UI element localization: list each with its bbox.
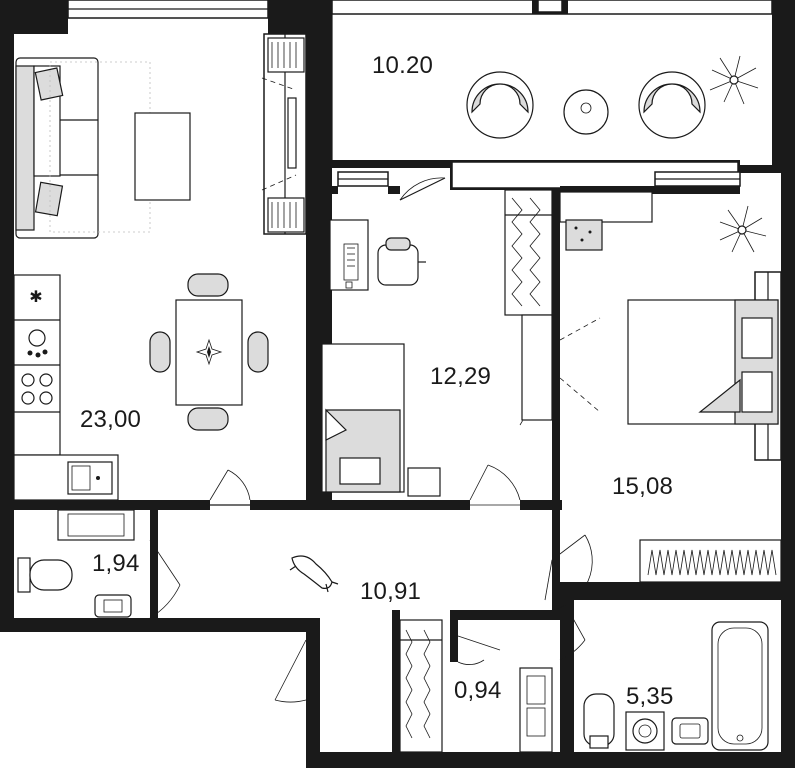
closet-fixtures xyxy=(399,619,553,753)
tv xyxy=(287,97,297,169)
svg-text:✱: ✱ xyxy=(29,287,42,306)
sink xyxy=(671,717,709,745)
living-room-furniture: ✱ xyxy=(13,37,305,501)
bathroom-fixtures xyxy=(583,621,769,751)
office-chair xyxy=(377,244,419,286)
area-balcony: 10.20 xyxy=(372,52,434,79)
radiator xyxy=(267,37,305,233)
coffee-table xyxy=(134,112,191,201)
bedroom-furniture xyxy=(559,191,782,583)
area-bedroom: 15,08 xyxy=(612,473,674,500)
area-closet: 0,94 xyxy=(454,677,502,704)
balcony-furniture xyxy=(466,55,759,139)
area-bathroom: 5,35 xyxy=(626,683,674,710)
bathtub xyxy=(711,621,769,751)
area-hall: 10,91 xyxy=(360,578,422,605)
desk xyxy=(329,219,369,291)
office-furniture xyxy=(321,189,553,497)
area-living-kitchen: 23,00 xyxy=(80,406,142,433)
area-office: 12,29 xyxy=(430,363,492,390)
wc-fixtures xyxy=(17,509,135,618)
area-wc: 1,94 xyxy=(92,550,140,577)
washing-machine xyxy=(625,711,665,751)
radiator xyxy=(639,539,782,583)
wardrobe xyxy=(504,189,553,316)
dog-icon xyxy=(289,555,339,593)
door-swings xyxy=(149,317,601,703)
shelving xyxy=(399,619,443,753)
